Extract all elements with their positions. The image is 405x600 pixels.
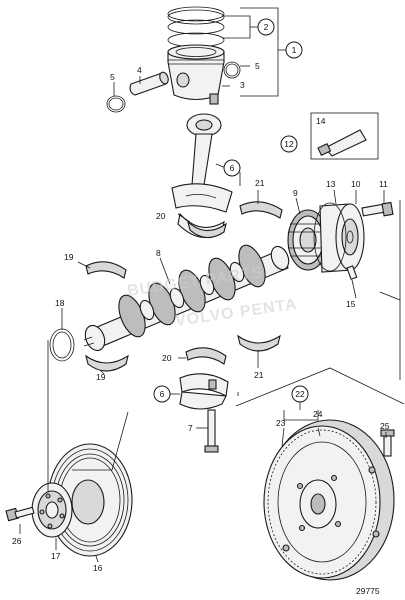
piston-pin <box>129 71 169 96</box>
label-25: 25 <box>380 421 390 431</box>
piston <box>167 44 225 105</box>
vibration-damper <box>47 443 133 557</box>
snap-ring-right <box>223 61 241 79</box>
bearing-shell-19-lower <box>85 354 129 372</box>
crankshaft <box>83 244 290 352</box>
callout-circle-12 <box>280 135 298 153</box>
bolt-7 <box>204 409 219 453</box>
label-26: 26 <box>12 536 22 546</box>
gasket-13 <box>313 202 347 272</box>
label-5a: 5 <box>110 72 115 82</box>
seal-ring-18 <box>49 328 75 362</box>
label-18: 18 <box>55 298 65 308</box>
figure-number: 29775 <box>356 586 380 596</box>
bolt-11 <box>361 201 394 217</box>
callout-circle-6a <box>223 159 241 177</box>
bolt-26 <box>5 506 35 522</box>
label-1: 1 <box>292 45 297 55</box>
bearing-shell-21-upper <box>239 201 283 219</box>
label-24: 24 <box>313 409 323 419</box>
pulley-hub <box>31 482 73 538</box>
sealant-inset <box>310 112 379 160</box>
label-4: 4 <box>137 65 142 75</box>
label-10: 10 <box>351 179 361 189</box>
label-13: 13 <box>326 179 336 189</box>
label-5b: 5 <box>255 61 260 71</box>
leader-lines <box>19 7 405 563</box>
bolt-25 <box>380 429 395 457</box>
bearing-shell-20-lower <box>185 347 227 365</box>
bearing-shell-19-upper <box>85 261 127 279</box>
label-16: 16 <box>93 563 103 573</box>
label-12: 12 <box>284 139 294 149</box>
label-19b: 19 <box>96 372 106 382</box>
label-21a: 21 <box>255 178 265 188</box>
main-bearing-cap <box>179 373 229 410</box>
label-9: 9 <box>293 188 298 198</box>
label-19a: 19 <box>64 252 74 262</box>
label-15: 15 <box>346 299 356 309</box>
snap-ring-left <box>106 95 126 113</box>
label-23: 23 <box>276 418 286 428</box>
flywheel <box>263 419 395 581</box>
label-17: 17 <box>51 551 61 561</box>
callout-circle-6b <box>153 385 171 403</box>
label-21b: 21 <box>254 370 264 380</box>
bearing-shell-21-lower <box>237 334 281 352</box>
label-6b: 6 <box>160 389 165 399</box>
connecting-rod <box>171 113 233 213</box>
label-8: 8 <box>156 248 161 258</box>
callout-circle-2 <box>257 18 275 36</box>
label-20a: 20 <box>156 211 166 221</box>
label-22: 22 <box>295 389 305 399</box>
bearing-shell-20-upper <box>187 220 227 239</box>
label-2: 2 <box>264 22 269 32</box>
piston-rings <box>167 6 225 48</box>
pin-15 <box>346 265 358 280</box>
callout-labels: 2 1 3 4 5 5 6 12 14 21 20 9 13 10 11 8 1… <box>12 18 390 573</box>
label-3: 3 <box>240 80 245 90</box>
label-14: 14 <box>316 116 326 126</box>
label-6a: 6 <box>230 163 235 173</box>
callout-circle-22 <box>291 385 309 403</box>
label-7: 7 <box>188 423 193 433</box>
label-11: 11 <box>379 179 388 189</box>
label-20b: 20 <box>162 353 172 363</box>
callout-circle-1 <box>285 41 303 59</box>
